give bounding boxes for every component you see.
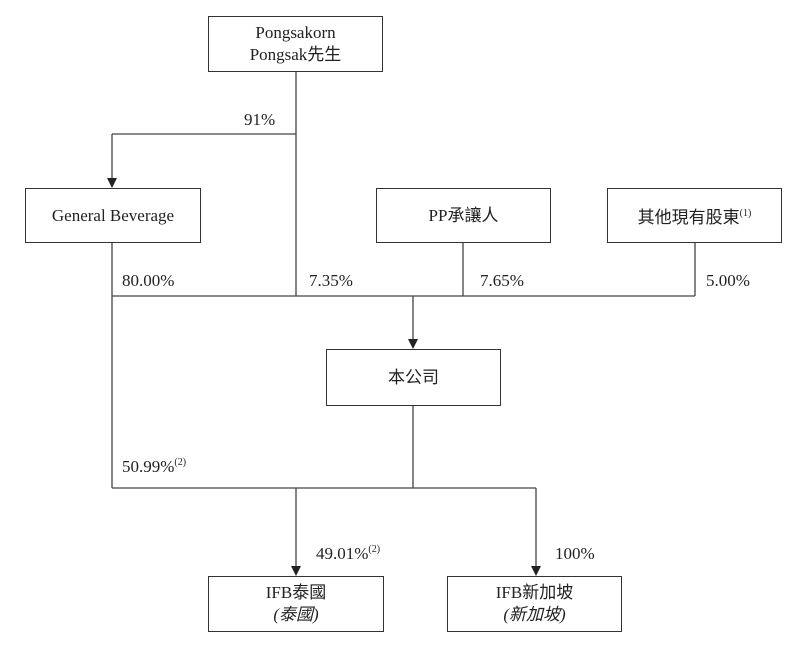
entity-pongsakorn-line1: Pongsakorn <box>255 23 336 42</box>
entity-other-shareholders-name: 其他現有股東 <box>637 207 740 227</box>
entity-ifb-singapore: IFB新加坡 (新加坡) <box>447 576 622 632</box>
pct-others-to-company: 5.00% <box>706 271 750 290</box>
pct-value: 49.01% <box>316 544 369 563</box>
entity-company-name: 本公司 <box>388 367 439 387</box>
footnote-1: (1) <box>739 207 752 219</box>
pct-gb-to-ifb-thailand: 50.99%(2) <box>122 457 186 477</box>
entity-pongsakorn-line2: Pongsak先生 <box>249 45 342 64</box>
pct-company-to-ifb-singapore: 100% <box>555 544 595 563</box>
pct-pongsakorn-to-gb: 91% <box>244 110 276 129</box>
pct-company-to-ifb-thailand: 49.01%(2) <box>316 544 380 564</box>
entity-pp-assignee-name: PP承讓人 <box>428 205 499 225</box>
arrow-to-ifb-thailand <box>291 566 301 576</box>
arrow-to-company <box>408 339 418 349</box>
entity-pp-assignee: PP承讓人 <box>376 188 551 243</box>
entity-company: 本公司 <box>326 349 501 406</box>
pct-pp-to-company: 7.65% <box>480 271 524 290</box>
entity-ifb-thailand: IFB泰國 (泰國) <box>208 576 384 632</box>
entity-ifb-thailand-name: IFB泰國 <box>265 583 327 602</box>
footnote-2: (2) <box>174 457 187 468</box>
entity-general-beverage: General Beverage <box>25 188 201 243</box>
entity-ifb-singapore-name: IFB新加坡 <box>495 583 574 602</box>
entity-ifb-singapore-sub: (新加坡) <box>503 605 566 624</box>
entity-pongsakorn: Pongsakorn Pongsak先生 <box>208 16 383 72</box>
entity-general-beverage-name: General Beverage <box>51 205 175 225</box>
pct-value: 50.99% <box>122 457 175 476</box>
pct-pongsakorn-to-company: 7.35% <box>309 271 353 290</box>
footnote-2: (2) <box>368 544 381 555</box>
entity-ifb-thailand-sub: (泰國) <box>273 605 319 624</box>
arrow-to-general-beverage <box>107 178 117 188</box>
entity-other-shareholders: 其他現有股東(1) <box>607 188 782 243</box>
pct-gb-to-company: 80.00% <box>122 271 175 290</box>
arrow-to-ifb-singapore <box>531 566 541 576</box>
